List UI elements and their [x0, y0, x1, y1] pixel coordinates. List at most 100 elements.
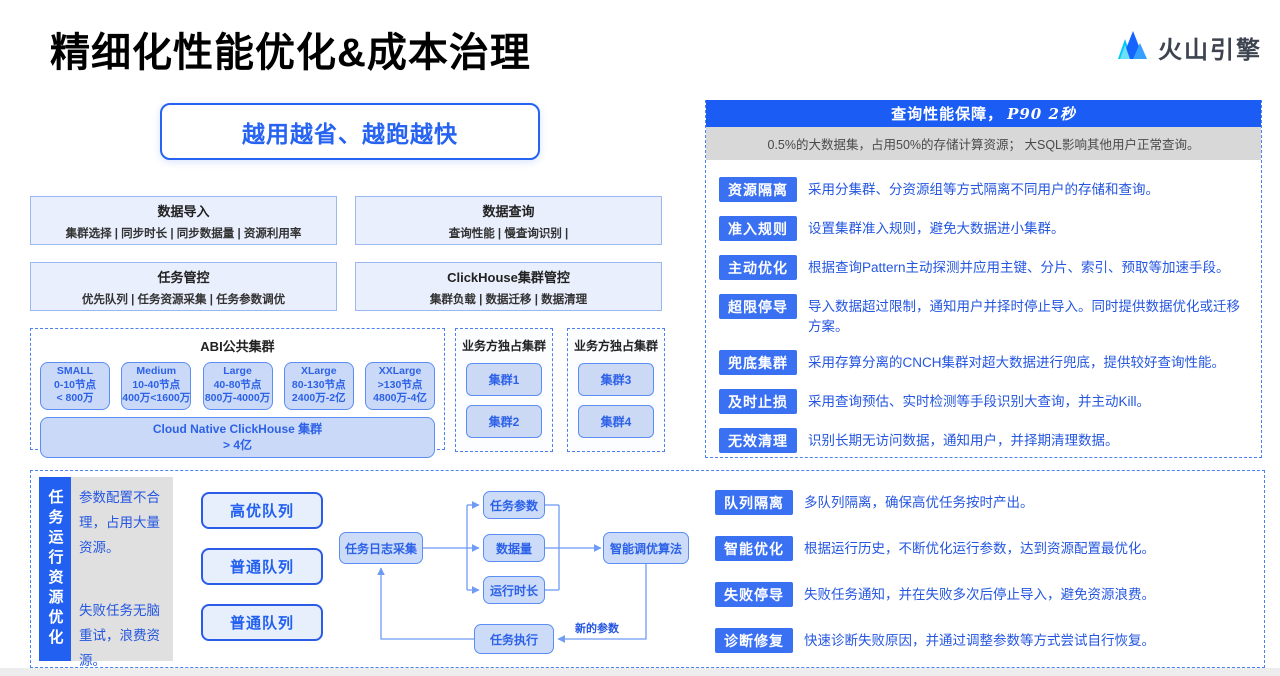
task-measures-list: 队列隔离 多队列隔离，确保高优任务按时产出。 智能优化 根据运行历史，不断优化运…: [715, 477, 1256, 661]
measure-chip: 资源隔离: [719, 177, 797, 202]
measure-desc: 识别长期无访问数据，通知用户，并择期清理数据。: [808, 433, 1119, 449]
abi-public-cluster-box: ABI公共集群 SMALL 0-10节点 < 800万 Medium 10-40…: [30, 328, 445, 459]
capability-box-task-control: 任务管控 优先队列 | 任务资源采集 | 任务参数调优: [30, 262, 337, 311]
cloud-native-clickhouse-chip: Cloud Native ClickHouse 集群 > 4亿: [40, 416, 435, 459]
size-nodes: 10-40节点: [132, 378, 181, 391]
size-name: XXLarge: [378, 365, 422, 377]
measure-desc: 根据查询Pattern主动探测并应用主键、分片、索引、预取等加速手段。: [808, 260, 1230, 275]
flow-node-data-volume: 数据量: [483, 534, 545, 562]
queue-box-normal-1: 普通队列: [201, 548, 323, 585]
size-range: 2400万-2亿: [291, 392, 346, 405]
dedicated-title: 业务方独占集群: [462, 339, 547, 353]
cluster-size-large: Large 40-80节点 800万-4000万: [202, 362, 273, 410]
flow-node-task-params: 任务参数: [483, 491, 545, 519]
measure-row: 主动优化 根据查询Pattern主动探测并应用主键、分片、索引、预取等加速手段。: [719, 255, 1247, 280]
task-panel-side-title: 任务运行资源优化: [39, 477, 71, 661]
measure-row: 超限停导 导入数据超过限制，通知用户并择时停止导入。同时提供数据优化或迁移方案。: [719, 294, 1247, 336]
query-problem-bar: 0.5%的大数据集，占用50%的存储计算资源； 大SQL影响其他用户正常查询。: [706, 127, 1261, 160]
measure-row: 无效清理 识别长期无访问数据，通知用户，并择期清理数据。: [719, 428, 1247, 454]
measure-desc: 多队列隔离，确保高优任务按时产出。: [804, 495, 1034, 510]
measure-row: 失败停导 失败任务通知，并在失败多次后停止导入，避免资源浪费。: [715, 582, 1256, 607]
capability-grid: 数据导入 集群选择 | 同步时长 | 同步数据量 | 资源利用率 数据查询 查询…: [30, 196, 662, 311]
measure-row: 诊断修复 快速诊断失败原因，并通过调整参数等方式尝试自行恢复。: [715, 628, 1256, 653]
measure-chip: 主动优化: [719, 255, 797, 280]
measure-desc: 导入数据超过限制，通知用户并择时停止导入。同时提供数据优化或迁移方案。: [808, 299, 1240, 334]
header-prefix: 查询性能保障，: [891, 106, 1004, 123]
measure-chip: 准入规则: [719, 216, 797, 241]
size-nodes: 80-130节点: [291, 378, 346, 391]
logo: 火山引擎: [1116, 30, 1262, 65]
dedicated-title: 业务方独占集群: [574, 339, 659, 353]
cluster-size-xlarge: XLarge 80-130节点 2400万-2亿: [283, 362, 354, 410]
measure-desc: 快速诊断失败原因，并通过调整参数等方式尝试自行恢复。: [804, 633, 1155, 648]
measure-chip: 无效清理: [719, 428, 797, 454]
cluster-chip: 集群3: [578, 363, 654, 396]
capability-subtitle: 集群选择 | 同步时长 | 同步数据量 | 资源利用率: [65, 227, 302, 240]
flow-node-tuning-algorithm: 智能调优算法: [603, 532, 689, 564]
cluster-chip: 集群4: [578, 405, 654, 438]
cloud-native-name: Cloud Native ClickHouse 集群: [152, 421, 323, 436]
queue-box-high-priority: 高优队列: [201, 492, 323, 529]
task-resource-panel: 任务运行资源优化 参数配置不合理，占用大量资源。 失败任务无脑重试，浪费资源。 …: [30, 470, 1265, 668]
page-title: 精细化性能优化&成本治理: [50, 31, 531, 75]
header-metric: P90 2秒: [1007, 105, 1076, 123]
flow-node-task-execute: 任务执行: [474, 624, 554, 654]
size-name: Large: [223, 365, 252, 377]
abi-size-row: SMALL 0-10节点 < 800万 Medium 10-40节点 400万<…: [40, 362, 435, 410]
measure-row: 资源隔离 采用分集群、分资源组等方式隔离不同用户的存储和查询。: [719, 177, 1247, 202]
measure-chip: 超限停导: [719, 294, 797, 319]
capability-subtitle: 集群负载 | 数据迁移 | 数据清理: [429, 293, 588, 306]
size-nodes: >130节点: [377, 378, 423, 391]
capability-subtitle: 优先队列 | 任务资源采集 | 任务参数调优: [81, 293, 286, 306]
size-name: XLarge: [300, 365, 337, 377]
query-measures-list: 资源隔离 采用分集群、分资源组等方式隔离不同用户的存储和查询。 准入规则 设置集…: [706, 160, 1261, 454]
capability-title: ClickHouse集群管控: [447, 269, 570, 285]
measure-chip: 智能优化: [715, 536, 793, 561]
measure-chip: 兜底集群: [719, 350, 797, 376]
flow-node-run-duration: 运行时长: [483, 576, 545, 604]
task-problem-2: 失败任务无脑重试，浪费资源。: [79, 602, 160, 668]
size-nodes: 0-10节点: [53, 378, 96, 391]
measure-chip: 诊断修复: [715, 628, 793, 653]
measure-desc: 采用查询预估、实时检测等手段识别大查询，并主动Kill。: [808, 394, 1151, 410]
flow-node-log-collect: 任务日志采集: [339, 532, 423, 564]
size-range: 800万-4000万: [204, 392, 271, 405]
queue-box-normal-2: 普通队列: [201, 604, 323, 641]
measure-desc: 采用存算分离的CNCH集群对超大数据进行兜底，提供较好查询性能。: [808, 355, 1225, 371]
flow-label-new-params: 新的参数: [575, 623, 619, 635]
volcengine-mountain-icon: [1116, 30, 1150, 65]
size-name: SMALL: [56, 365, 94, 377]
measure-row: 准入规则 设置集群准入规则，避免大数据进小集群。: [719, 216, 1247, 241]
measure-chip: 队列隔离: [715, 490, 793, 515]
measure-row: 队列隔离 多队列隔离，确保高优任务按时产出。: [715, 490, 1256, 515]
task-problem-1: 参数配置不合理，占用大量资源。: [79, 490, 160, 555]
size-range: 400万<1600万: [122, 392, 191, 405]
slogan-banner: 越用越省、越跑越快: [160, 103, 540, 160]
measure-row: 及时止损 采用查询预估、实时检测等手段识别大查询，并主动Kill。: [719, 389, 1247, 415]
abi-cluster-title: ABI公共集群: [200, 339, 275, 354]
measure-desc: 采用分集群、分资源组等方式隔离不同用户的存储和查询。: [808, 182, 1159, 197]
measure-desc: 失败任务通知，并在失败多次后停止导入，避免资源浪费。: [804, 587, 1155, 602]
capability-box-data-query: 数据查询 查询性能 | 慢查询识别 |: [355, 196, 662, 245]
slide-bottom-edge: [0, 668, 1280, 676]
tuning-flow-diagram: 任务日志采集 任务参数 数据量 运行时长 智能调优算法 任务执行 新的参数: [337, 477, 705, 661]
capability-title: 任务管控: [157, 269, 210, 285]
logo-text: 火山引擎: [1158, 37, 1262, 64]
size-nodes: 40-80节点: [213, 378, 262, 391]
capability-subtitle: 查询性能 | 慢查询识别 |: [448, 227, 569, 240]
measure-desc: 设置集群准入规则，避免大数据进小集群。: [808, 221, 1065, 236]
queue-column: 高优队列 普通队列 普通队列: [201, 477, 323, 661]
capability-title: 数据导入: [157, 203, 210, 219]
query-performance-panel: 查询性能保障， P90 2秒 0.5%的大数据集，占用50%的存储计算资源； 大…: [705, 100, 1262, 458]
measure-chip: 失败停导: [715, 582, 793, 607]
measure-chip: 及时止损: [719, 389, 797, 415]
cluster-size-medium: Medium 10-40节点 400万<1600万: [121, 362, 192, 410]
flow-arrows: [377, 501, 647, 643]
measure-row: 兜底集群 采用存算分离的CNCH集群对超大数据进行兜底，提供较好查询性能。: [719, 350, 1247, 376]
measure-desc: 根据运行历史，不断优化运行参数，达到资源配置最优化。: [804, 541, 1155, 556]
cloud-native-range: > 4亿: [222, 438, 253, 453]
capability-box-clickhouse-cluster: ClickHouse集群管控 集群负载 | 数据迁移 | 数据清理: [355, 262, 662, 311]
measure-row: 智能优化 根据运行历史，不断优化运行参数，达到资源配置最优化。: [715, 536, 1256, 561]
cluster-size-xxlarge: XXLarge >130节点 4800万-4亿: [365, 362, 435, 410]
